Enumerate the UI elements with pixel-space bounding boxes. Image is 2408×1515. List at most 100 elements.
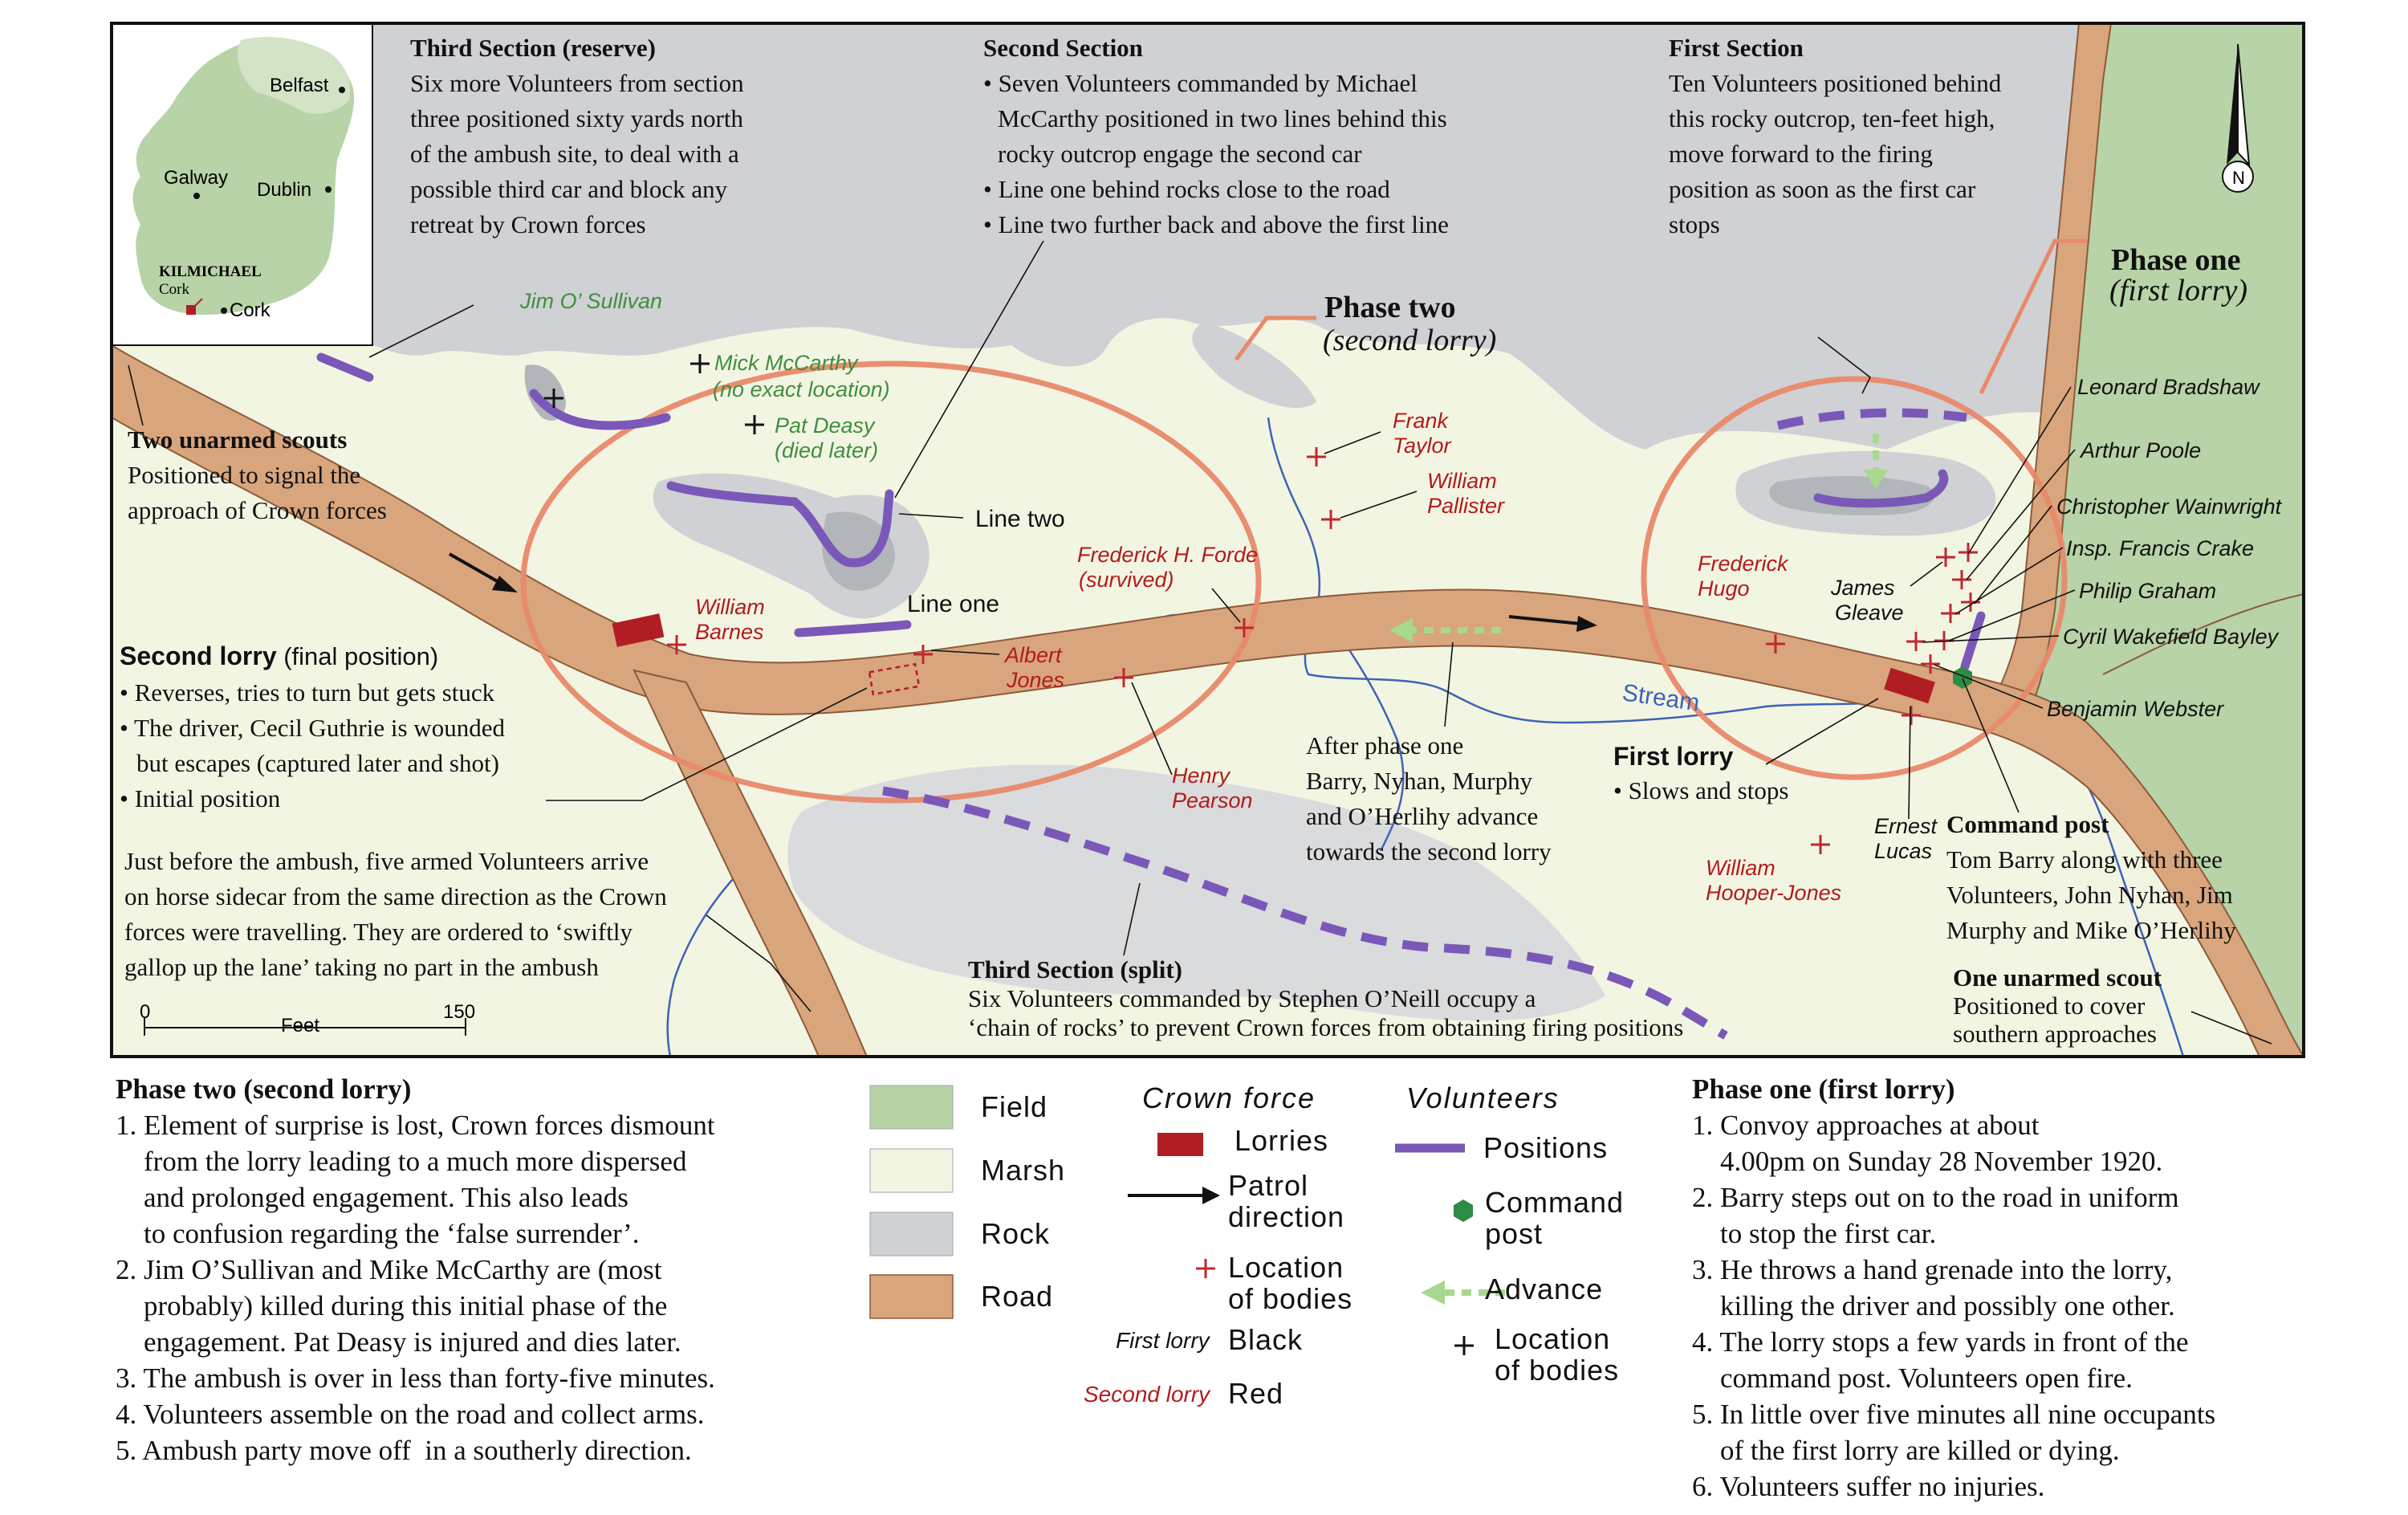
- north-arrow: [2222, 43, 2254, 193]
- leader-one-scout: [2190, 1011, 2272, 1045]
- second-section-line-4: • Line one behind rocks close to the roa…: [983, 175, 1390, 203]
- patrol-arrow-center: [1508, 615, 1582, 625]
- name-mick-mccarthy: Mick McCarthy: [714, 351, 859, 375]
- leader-forde: [1211, 588, 1241, 623]
- label-line-two: Line two: [975, 506, 1065, 532]
- legend-marsh-label: Marsh: [981, 1154, 1065, 1187]
- inset-belfast: Belfast: [270, 75, 329, 96]
- heading-one-scout: One unarmed scout: [1953, 963, 2162, 992]
- body-wainwright: [1961, 593, 1980, 612]
- phase-one-subtitle: (first lorry): [2109, 274, 2247, 307]
- legend-bodies-black-2: of bodies: [1495, 1354, 1619, 1387]
- leader-first-lorry: [1765, 698, 1879, 765]
- map-frame: [110, 22, 2305, 1058]
- stream-branch: [1331, 625, 1405, 852]
- horse-line-3: forces were travelling. They are ordered…: [124, 918, 633, 946]
- position-first-section: [1813, 469, 1949, 508]
- name-pearson-1: Henry: [1172, 764, 1231, 788]
- third-reserve-line-2: three positioned sixty yards north: [410, 104, 743, 132]
- name-mick-note: (no exact location): [713, 377, 890, 401]
- body-lucas: [1902, 706, 1921, 725]
- legend-rock-swatch: [869, 1212, 954, 1256]
- scale-label: Feet: [281, 1015, 319, 1036]
- phase-two-summary-line-4: to confusion regarding the ‘false surren…: [116, 1218, 639, 1249]
- rock-line-two-core: [822, 511, 895, 591]
- advance-first-arrowhead: [1864, 470, 1888, 490]
- phase-two-callout: [1234, 316, 1316, 361]
- scale-start: 0: [140, 1001, 150, 1023]
- position-first-north-dashed: [1776, 408, 1967, 430]
- name-hooper-jones-2: Hooper-Jones: [1706, 881, 1841, 905]
- position-command: [1960, 611, 1986, 671]
- after-phase-line-3: and O’Herlihy advance: [1306, 802, 1538, 830]
- inset-galway: Galway: [164, 167, 228, 189]
- phase-one-summary-line-1: 1. Convoy approaches at about: [1692, 1110, 2040, 1141]
- name-jim-osullivan: Jim O’ Sullivan: [519, 289, 662, 313]
- patrol-arrow-center-head: [1576, 616, 1597, 632]
- position-split-dashed: [882, 786, 1728, 1040]
- leader-lines: [128, 240, 2272, 1045]
- horse-line-1: Just before the ambush, five armed Volun…: [124, 847, 649, 875]
- first-section-line-4: position as soon as the first car: [1669, 175, 1976, 203]
- legend-advance-label: Advance: [1485, 1273, 1603, 1305]
- third-reserve-line-1: Six more Volunteers from section: [410, 69, 744, 97]
- volunteer-body-markers: [544, 354, 764, 434]
- second-lorry-line-2: • The driver, Cecil Guthrie is wounded: [120, 714, 505, 742]
- rock-tongue: [1192, 321, 1316, 409]
- legend-patrol-arrowhead: [1202, 1187, 1220, 1204]
- inset-cork: Cork: [230, 299, 271, 321]
- leader-bayley: [1922, 635, 2060, 643]
- leader-split: [1123, 882, 1141, 956]
- legend-black-cross: [1454, 1336, 1474, 1355]
- second-lorry-suffix: (final position): [277, 642, 439, 670]
- name-jones-1: Albert: [1003, 643, 1063, 667]
- phase-one-summary-title: Phase one (first lorry): [1692, 1073, 1955, 1105]
- name-taylor-2: Taylor: [1393, 434, 1452, 458]
- leader-line-two: [898, 513, 964, 519]
- legend-command-hex: [1454, 1199, 1473, 1222]
- first-lorry: [1884, 667, 1935, 704]
- leader-wainwright: [1974, 505, 2052, 605]
- leader-after-phase: [1444, 641, 1454, 727]
- name-graham: Philip Graham: [2079, 579, 2216, 603]
- after-phase-line-1: After phase one: [1306, 731, 1463, 760]
- heading-command-post: Command post: [1946, 810, 2109, 838]
- rock-lower: [787, 764, 1605, 1021]
- legend-red: Red: [1228, 1377, 1283, 1410]
- inset-map: [112, 23, 373, 346]
- phase-two-summary-line-7: engagement. Pat Deasy is injured and die…: [116, 1326, 681, 1358]
- leader-crake: [1954, 547, 2064, 615]
- command-post-line-2: Volunteers, John Nyhan, Jim: [1946, 881, 2233, 909]
- third-reserve-line-5: retreat by Crown forces: [410, 210, 646, 238]
- body-barnes: [667, 635, 686, 654]
- kilmichael-leader: [190, 298, 203, 311]
- volunteer-positions: [316, 352, 1986, 671]
- legend-marsh-swatch: [869, 1148, 954, 1193]
- rock-top-band: [112, 23, 2304, 450]
- inset-cork-small: Cork: [159, 281, 190, 298]
- phase-two-summary-line-2: from the lorry leading to a much more di…: [116, 1146, 687, 1177]
- position-line-two: [666, 481, 894, 568]
- third-reserve-line-4: possible third car and block any: [410, 175, 728, 203]
- third-split-line-1: Six Volunteers commanded by Stephen O’Ne…: [968, 984, 1536, 1012]
- road-main: [112, 344, 2304, 1057]
- name-wainwright: Christopher Wainwright: [2056, 495, 2283, 519]
- name-bradshaw: Leonard Bradshaw: [2077, 375, 2260, 399]
- body-webster: [1921, 654, 1940, 674]
- legend-black: Black: [1228, 1323, 1303, 1356]
- second-section-line-2: McCarthy positioned in two lines behind …: [998, 104, 1447, 132]
- leader-second-section: [894, 240, 1044, 499]
- body-hooper-jones: [1811, 835, 1830, 854]
- name-hugo-1: Frederick: [1698, 552, 1789, 576]
- phase-two-summary-line-10: 5. Ambush party move off in a southerly …: [116, 1435, 692, 1466]
- north-arrow-circle: [2222, 161, 2254, 193]
- phase-two-title: Phase two: [1324, 291, 1456, 324]
- second-section-line-3: rocky outcrop engage the second car: [998, 140, 1362, 168]
- label-line-one: Line one: [907, 591, 999, 617]
- legend-bodies-red-2: of bodies: [1228, 1282, 1352, 1315]
- leader-lucas: [1908, 706, 1911, 820]
- body-jones: [913, 645, 933, 664]
- name-pat-deasy: Pat Deasy: [775, 413, 876, 438]
- phase-two-summary-line-3: and prolonged engagement. This also lead…: [116, 1182, 628, 1213]
- second-section-line-1: • Seven Volunteers commanded by Michael: [983, 69, 1418, 97]
